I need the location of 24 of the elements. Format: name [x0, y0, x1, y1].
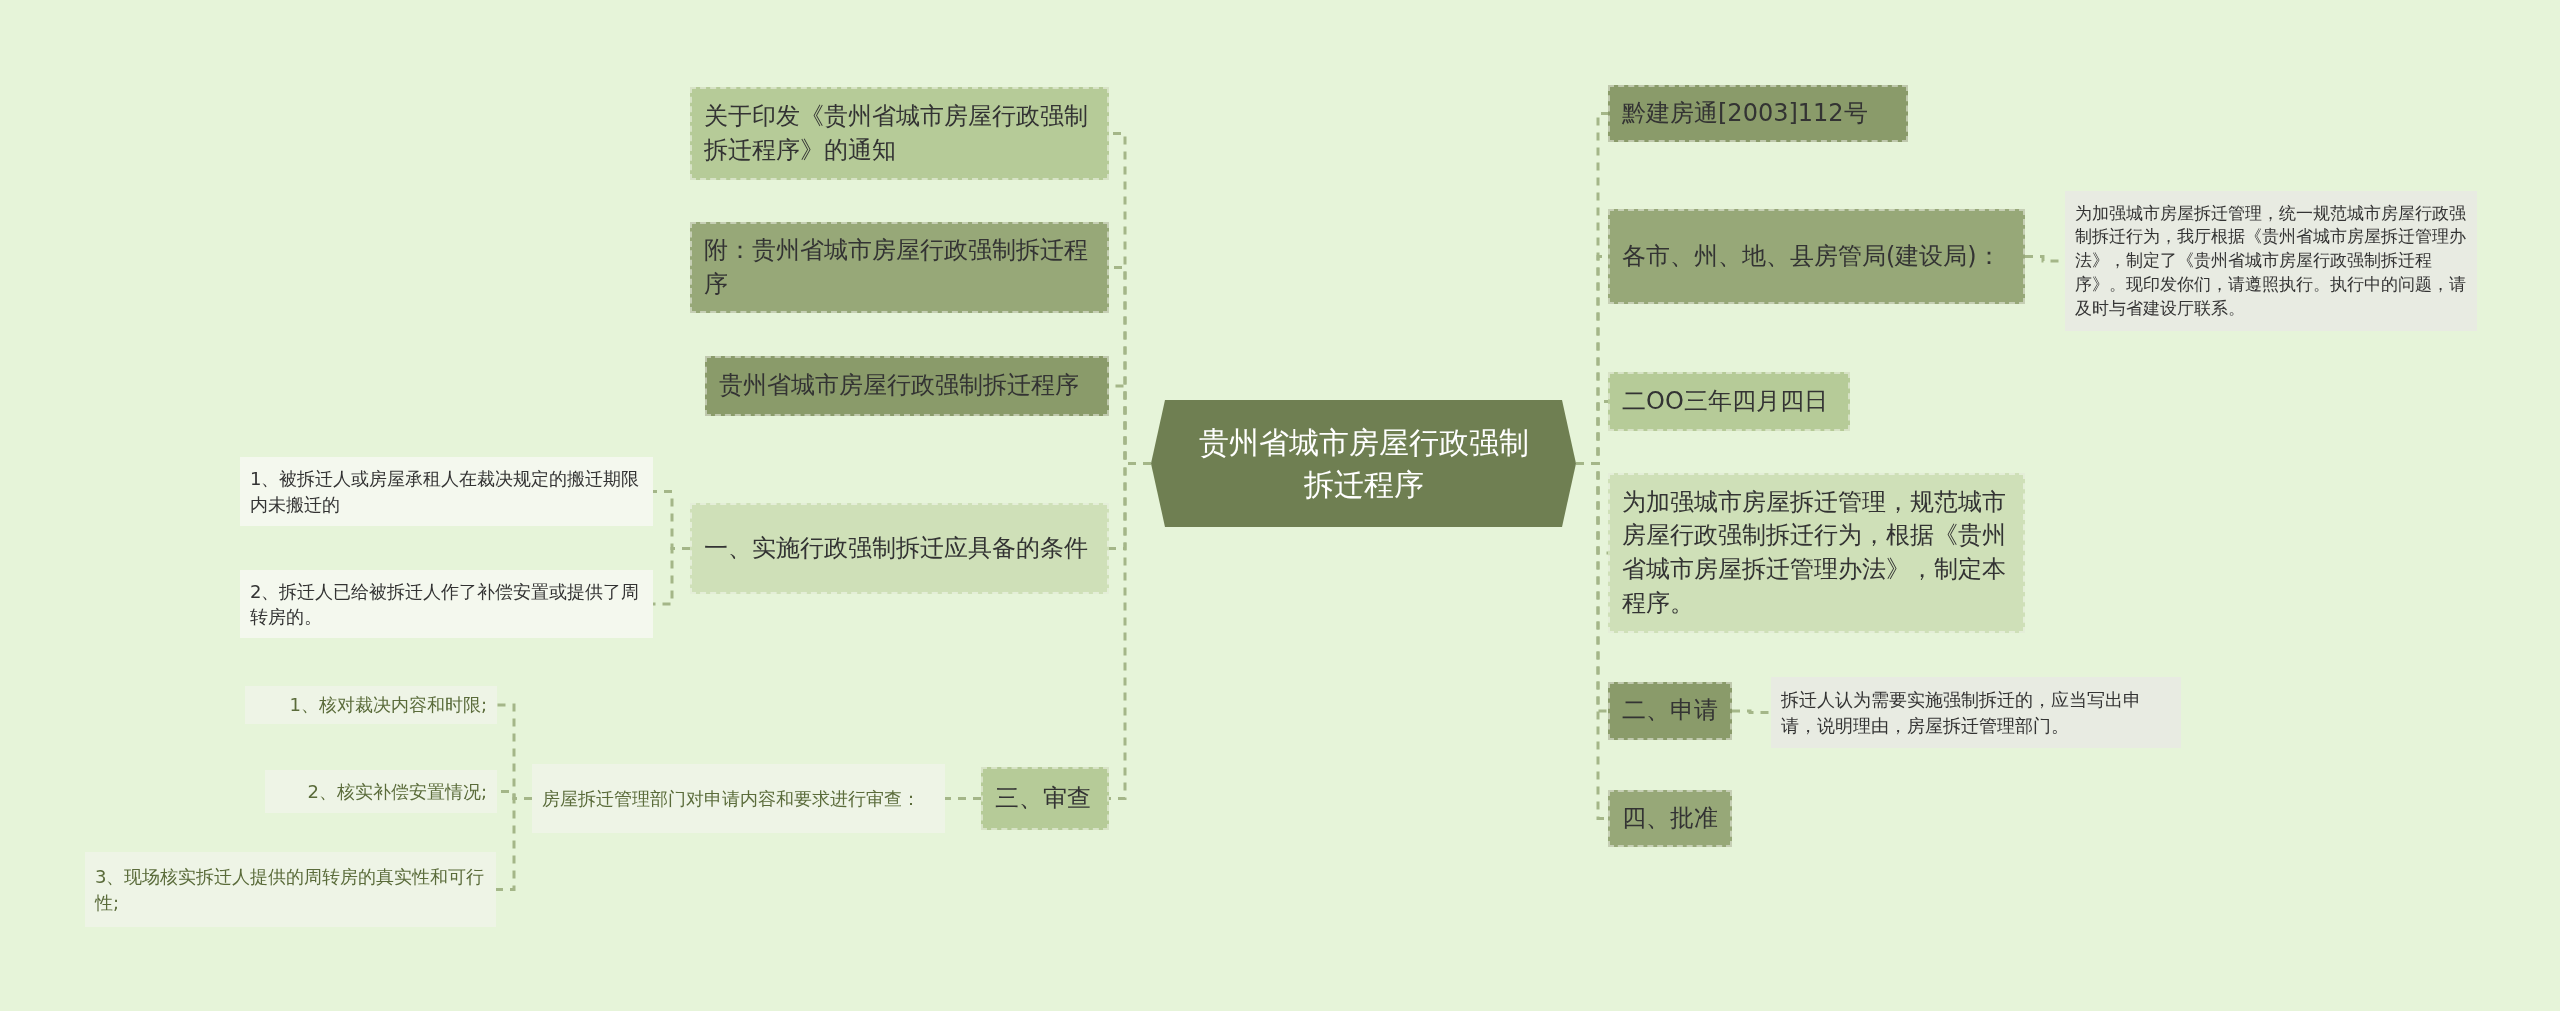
note-box: 2、拆迁人已给被拆迁人作了补偿安置或提供了周转房的。 — [240, 570, 653, 638]
topic-box: 一、实施行政强制拆迁应具备的条件 — [690, 503, 1109, 594]
connector-line — [1732, 709, 1771, 714]
note-box: 拆迁人认为需要实施强制拆迁的，应当写出申请，说明理由，房屋拆迁管理部门。 — [1771, 677, 2181, 748]
note-box: 为加强城市房屋拆迁管理，统一规范城市房屋行政强制拆迁行为，我厅根据《贵州省城市房屋拆迁管理办法》，制定了《贵州省城市房屋行政强制拆迁程序》。现印发你们，请遵照执行。执行中的问题，请及时与省建设厅联系。 — [2065, 191, 2477, 331]
topic-box: 黔建房通[2003]112号 — [1608, 85, 1908, 142]
note-box: 3、现场核实拆迁人提供的周转房的真实性和可行性; — [85, 852, 496, 927]
note-box: 房屋拆迁管理部门对申请内容和要求进行审查： — [532, 764, 945, 833]
topic-box: 为加强城市房屋拆迁管理，规范城市房屋行政强制拆迁行为，根据《贵州省城市房屋拆迁管理办法》，制定本程序。 — [1608, 473, 2025, 633]
note-box: 2、核实补偿安置情况; — [265, 770, 497, 813]
topic-box: 各市、州、地、县房管局(建设局)： — [1608, 209, 2025, 304]
note-box: 1、被拆迁人或房屋承租人在裁决规定的搬迁期限内未搬迁的 — [240, 457, 653, 526]
topic-box: 三、审查 — [981, 767, 1109, 830]
note-box: 1、核对裁决内容和时限; — [245, 686, 497, 724]
topic-box: 附：贵州省城市房屋行政强制拆迁程序 — [690, 222, 1109, 313]
topic-box: 二、申请 — [1608, 682, 1732, 740]
topic-box: 关于印发《贵州省城市房屋行政强制拆迁程序》的通知 — [690, 87, 1109, 180]
connector-line — [653, 547, 690, 606]
central-topic-hexagon: 贵州省城市房屋行政强制拆迁程序 — [1151, 400, 1576, 527]
connector-line — [945, 797, 981, 800]
connector-line — [496, 797, 532, 891]
topic-box: 四、批准 — [1608, 790, 1732, 847]
topic-box: 二OO三年四月四日 — [1608, 372, 1850, 431]
topic-box: 贵州省城市房屋行政强制拆迁程序 — [705, 356, 1109, 416]
